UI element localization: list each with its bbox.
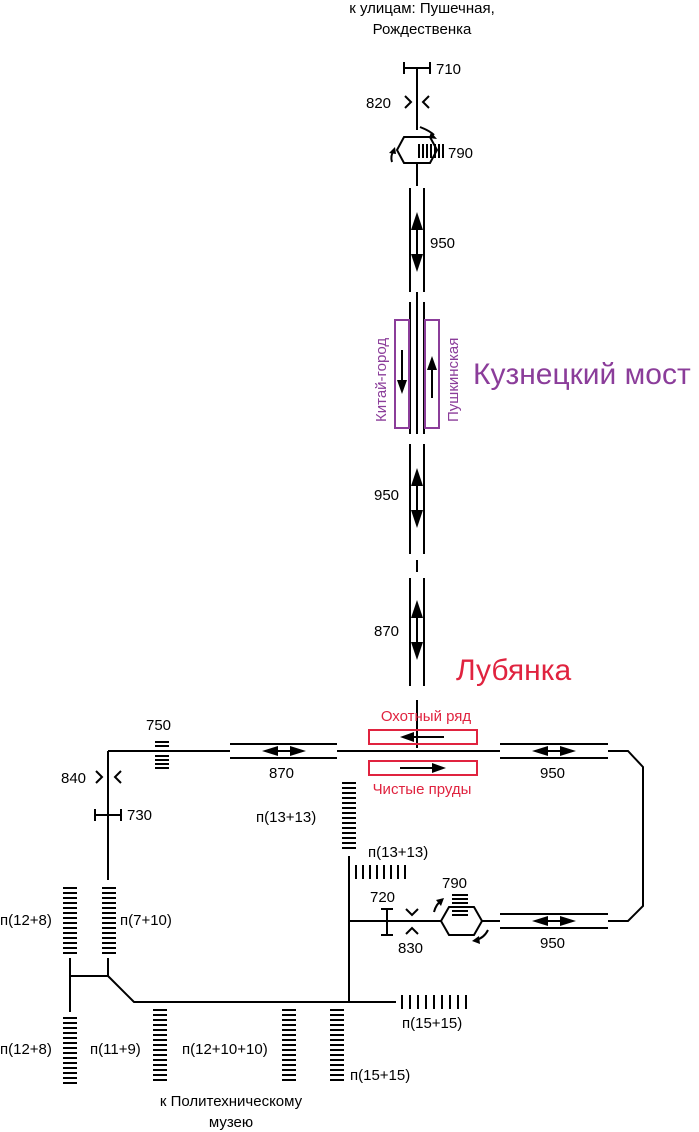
arrow-down-icon: [411, 254, 423, 272]
stairs-icon: [102, 887, 116, 954]
stairs-icon: [452, 894, 468, 916]
platform-label-okhotny: Охотный ряд: [381, 708, 472, 725]
arrow-down-icon: [397, 380, 407, 394]
top-destination-line1: к улицам: Пушечная,: [349, 0, 495, 17]
escalator-870-vertical: [409, 578, 425, 686]
label-p15-15-horizontal: п(15+15): [402, 1015, 462, 1032]
stairs-icon: [282, 1009, 296, 1081]
north-corridor: [389, 62, 444, 748]
station-name-kuznetsky: Кузнецкий мост: [473, 358, 691, 391]
label-950-right-top: 950: [540, 765, 565, 782]
gate-chevron-icon: [421, 95, 430, 109]
label-p13-13-vertical: п(13+13): [256, 809, 316, 826]
bottom-destination-line2: музею: [209, 1114, 253, 1131]
escalator-950-b: [409, 444, 425, 554]
label-p12-8-top: п(12+8): [0, 912, 52, 929]
arrow-up-icon: [427, 356, 437, 370]
label-710: 710: [436, 61, 461, 78]
label-950-a: 950: [430, 235, 455, 252]
stairs-icon: [63, 1017, 77, 1084]
arrow-right-icon: [290, 746, 306, 756]
platform-chistye-prudy: [368, 760, 478, 776]
arrow-right-icon: [560, 746, 576, 756]
gate-chevron-icon: [405, 908, 419, 917]
platform-label-chistye: Чистые пруды: [373, 781, 472, 798]
label-830: 830: [398, 940, 423, 957]
arrow-left-icon: [262, 746, 278, 756]
stairs-icon: [401, 995, 467, 1009]
main-hall: [108, 741, 644, 922]
label-p12-8-bottom: п(12+8): [0, 1041, 52, 1058]
label-p15-15-vertical: п(15+15): [350, 1067, 410, 1084]
gate-chevron-icon: [405, 926, 419, 935]
platform-label-pushkinskaya: Пушкинская: [445, 338, 462, 422]
bottom-destination-line1: к Политехническому: [160, 1093, 303, 1110]
label-p13-13-horizontal: п(13+13): [368, 844, 428, 861]
platform-kitay-gorod: [394, 319, 410, 429]
label-p7-10: п(7+10): [120, 912, 172, 929]
label-820: 820: [366, 95, 391, 112]
stairs-icon: [155, 741, 169, 769]
stairs-icon: [418, 144, 444, 158]
label-790-top: 790: [448, 145, 473, 162]
arrow-left-icon: [532, 746, 548, 756]
label-730: 730: [127, 807, 152, 824]
stairs-icon: [342, 782, 356, 849]
platform-okhotny-ryad: [368, 729, 478, 745]
arrow-up-icon: [411, 468, 423, 486]
label-950-b: 950: [374, 487, 399, 504]
label-720: 720: [370, 889, 395, 906]
gate-chevron-icon: [404, 95, 413, 109]
arrow-down-icon: [411, 510, 423, 528]
platform-pushkinskaya: [424, 319, 440, 429]
arrow-left-icon: [532, 916, 548, 926]
stairs-icon: [355, 865, 406, 879]
label-870-vertical: 870: [374, 623, 399, 640]
top-destination-line2: Рождественка: [373, 21, 472, 38]
arrow-up-icon: [411, 212, 423, 230]
gate-chevron-icon: [95, 770, 104, 784]
central-corridor: [342, 782, 608, 1002]
gate-chevron-icon: [113, 770, 122, 784]
stairs-icon: [63, 887, 77, 954]
arrow-right-icon: [432, 763, 446, 773]
arrow-right-icon: [560, 916, 576, 926]
label-870-horizontal: 870: [269, 765, 294, 782]
label-840: 840: [61, 770, 86, 787]
stairs-icon: [330, 1009, 344, 1081]
hexagon-node-icon: [439, 906, 484, 936]
label-750: 750: [146, 717, 171, 734]
platform-label-kitay-gorod: Китай-город: [373, 338, 390, 422]
arrow-up-icon: [411, 600, 423, 618]
label-790-bottom: 790: [442, 875, 467, 892]
station-name-lubyanka: Лубянка: [456, 654, 571, 687]
arrow-down-icon: [411, 642, 423, 660]
label-p11-9: п(11+9): [90, 1041, 141, 1058]
escalator-950-a: [409, 188, 425, 292]
label-950-right-bottom: 950: [540, 935, 565, 952]
stairs-icon: [153, 1009, 167, 1081]
arrow-left-icon: [400, 732, 414, 742]
label-p12-10-10: п(12+10+10): [182, 1041, 268, 1058]
left-corridor: [63, 751, 467, 1084]
